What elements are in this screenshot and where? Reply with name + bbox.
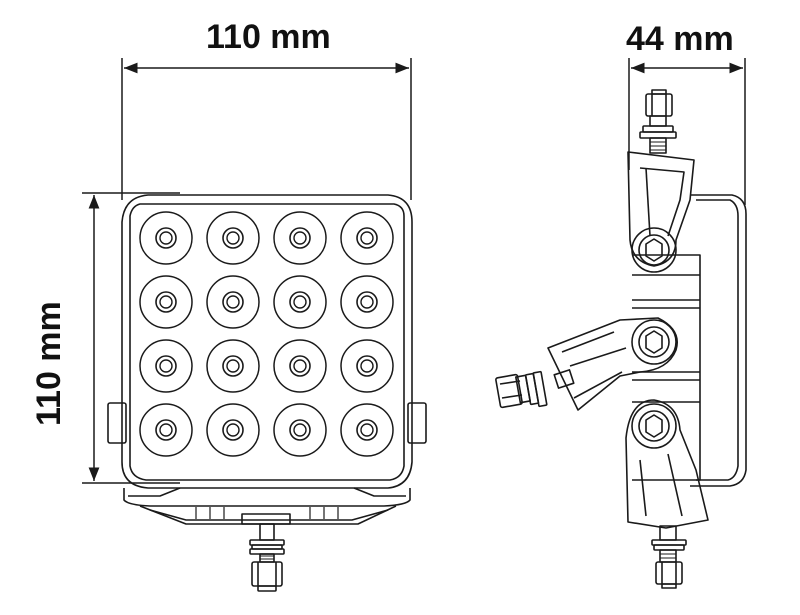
lamp-lens xyxy=(129,203,405,481)
bottom-bracket xyxy=(625,399,709,589)
led-lens xyxy=(273,403,327,457)
side-lens xyxy=(690,194,747,487)
led-lens xyxy=(139,275,193,329)
right-mount-tab xyxy=(407,402,427,444)
left-mount-tab xyxy=(107,402,127,444)
side-view xyxy=(495,89,747,589)
width-dimension-label: 110 mm xyxy=(206,18,331,56)
front-mount-bolt xyxy=(249,523,285,592)
led-lens xyxy=(206,275,260,329)
led-grid xyxy=(139,211,394,457)
led-lens xyxy=(139,403,193,457)
width-dimension xyxy=(121,58,412,200)
base-bracket xyxy=(139,505,397,525)
led-lens xyxy=(340,275,394,329)
led-lens xyxy=(206,211,260,265)
middle-bracket xyxy=(495,317,678,411)
side-housing xyxy=(632,254,701,481)
led-lens xyxy=(206,339,260,393)
led-lens xyxy=(273,211,327,265)
led-lens xyxy=(206,403,260,457)
led-lens xyxy=(340,339,394,393)
led-lens xyxy=(340,211,394,265)
depth-dimension-label: 44 mm xyxy=(626,20,734,58)
front-view xyxy=(107,194,427,592)
led-lens xyxy=(273,339,327,393)
lamp-housing xyxy=(121,194,413,489)
top-bracket xyxy=(627,89,695,273)
led-lens xyxy=(273,275,327,329)
led-lens xyxy=(139,339,193,393)
led-lens xyxy=(139,211,193,265)
base-rim xyxy=(123,488,411,507)
led-lens xyxy=(340,403,394,457)
